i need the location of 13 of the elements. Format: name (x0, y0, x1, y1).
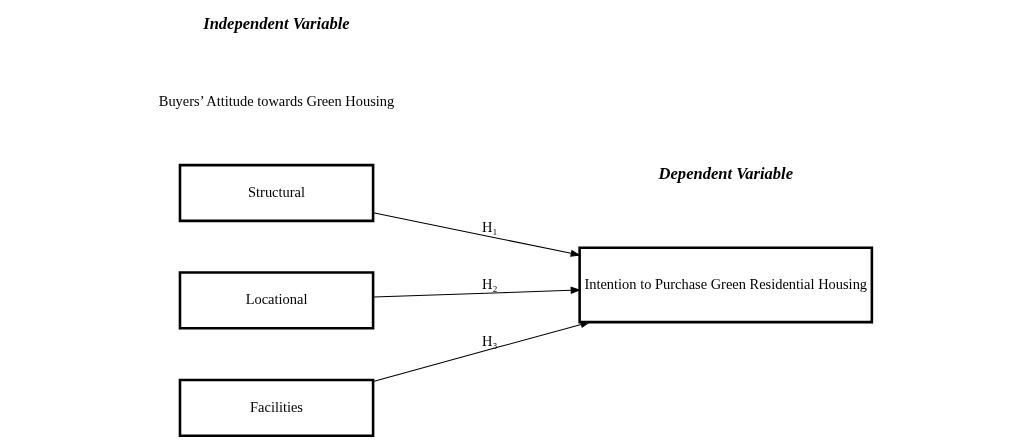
edge-label: H₃ (481, 333, 498, 350)
arrow (372, 212, 581, 257)
arrow (372, 286, 581, 298)
edge-label: H₁ (481, 219, 498, 236)
node-box: Intention to Purchase Green Residential Housing (577, 246, 873, 324)
label: Independent Variable (202, 13, 350, 33)
node-box: Structural (178, 163, 374, 223)
label: Buyers’ Attitude towards Green Housing (158, 92, 394, 109)
label: Dependent Variable (658, 164, 793, 184)
node-box: Facilities (178, 378, 374, 437)
arrow (372, 320, 591, 383)
node-box: Locational (178, 271, 374, 330)
edge-label: H₂ (481, 276, 498, 293)
